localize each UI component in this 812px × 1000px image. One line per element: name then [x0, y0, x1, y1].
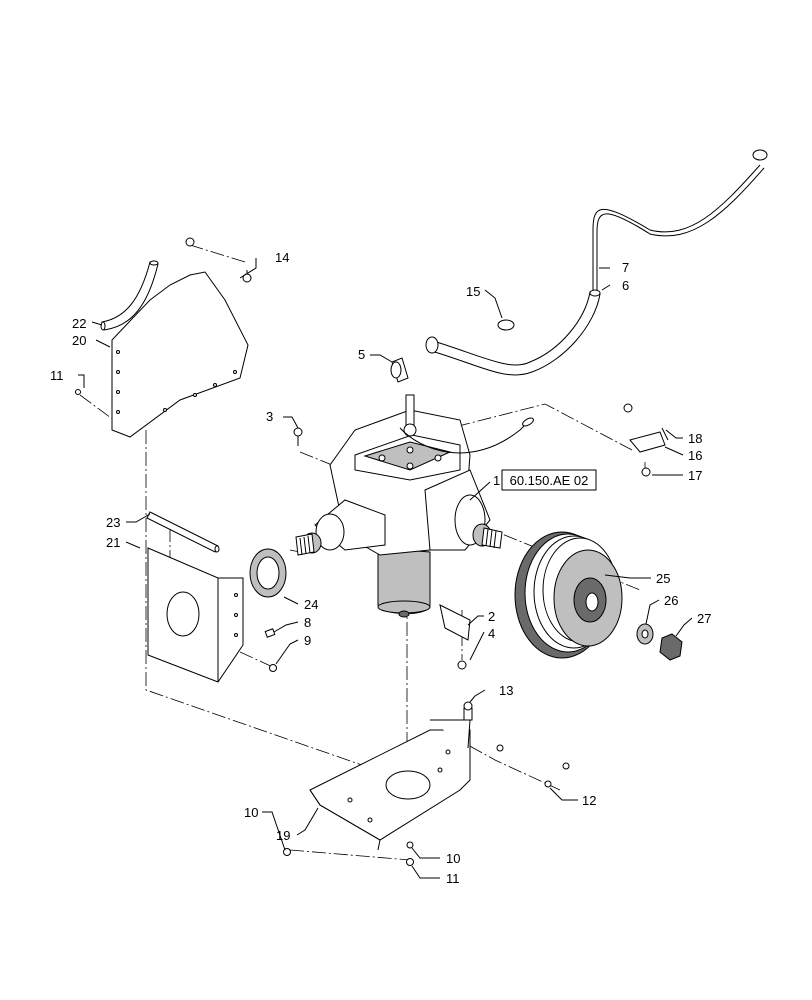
rod-23 [146, 511, 220, 553]
reference-label: 60.150.AE 02 [510, 473, 589, 488]
hose-6 [425, 289, 601, 376]
upper-shield-20 [111, 271, 249, 438]
callout-10-left: 10 [244, 805, 258, 820]
callout-1: 1 [493, 473, 500, 488]
callout-13: 13 [499, 683, 513, 698]
callout-4: 4 [488, 626, 495, 641]
callout-26: 26 [664, 593, 678, 608]
pulley-25 [514, 531, 623, 659]
clamp-15 [497, 319, 515, 331]
bolt-11-upper [75, 389, 81, 395]
callout-10-right: 10 [446, 851, 460, 866]
callout-19: 19 [276, 828, 290, 843]
ring-24 [249, 548, 287, 598]
callout-numbers: 1 2 3 4 5 6 7 8 9 10 10 11 11 12 13 14 1… [50, 250, 711, 886]
callout-9: 9 [304, 633, 311, 648]
callout-25: 25 [656, 571, 670, 586]
fitting-5 [390, 357, 409, 383]
parts-8-9 [264, 628, 277, 672]
callout-21: 21 [106, 535, 120, 550]
washer-26 [636, 623, 654, 645]
bolts-14 [185, 237, 252, 283]
callout-3: 3 [266, 409, 273, 424]
callout-16: 16 [688, 448, 702, 463]
callout-24: 24 [304, 597, 318, 612]
callout-8: 8 [304, 615, 311, 630]
reference-box[interactable]: 60.150.AE 02 [501, 469, 597, 491]
callout-7: 7 [622, 260, 629, 275]
callout-18: 18 [688, 431, 702, 446]
nut-27 [659, 633, 683, 661]
callout-17: 17 [688, 468, 702, 483]
callout-11-lower: 11 [446, 871, 460, 886]
leader-lines [78, 258, 693, 879]
callout-20: 20 [72, 333, 86, 348]
tube-7 [592, 149, 768, 290]
callout-23: 23 [106, 515, 120, 530]
callout-15: 15 [466, 284, 480, 299]
base-plate-19 [283, 701, 570, 866]
callout-6: 6 [622, 278, 629, 293]
callout-2: 2 [488, 609, 495, 624]
callout-27: 27 [697, 611, 711, 626]
callout-14: 14 [275, 250, 289, 265]
tube-22 [100, 260, 159, 331]
gearbox-1 [293, 394, 534, 618]
callout-11-upper: 11 [50, 368, 64, 383]
callout-5: 5 [358, 347, 365, 362]
callout-22: 22 [72, 316, 86, 331]
lower-shield-21 [147, 547, 244, 683]
bracket-2 [439, 604, 471, 670]
parts-16-17-18 [623, 403, 669, 477]
callout-12: 12 [582, 793, 596, 808]
